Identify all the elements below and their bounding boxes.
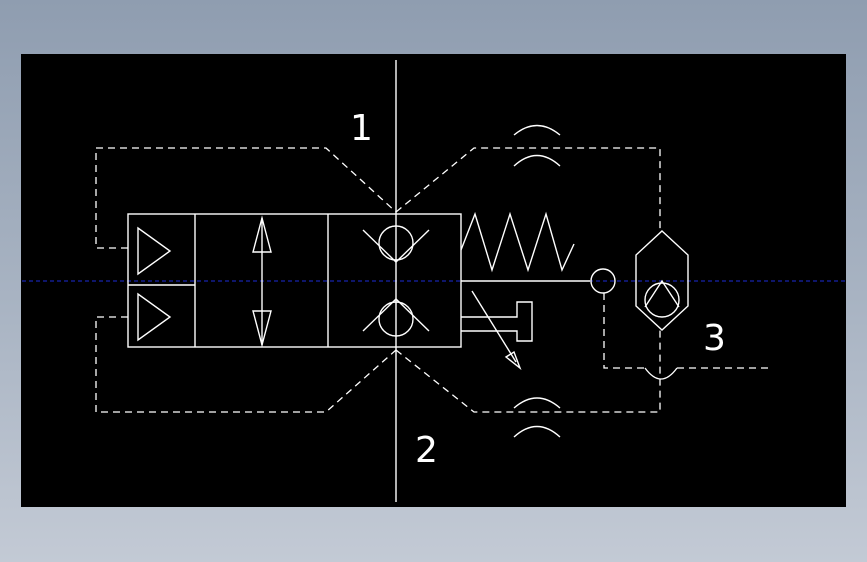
filter-element [635, 230, 689, 331]
spring-icon [460, 211, 575, 273]
orifice-upper [513, 124, 561, 167]
pilot-line-upper-left [95, 147, 397, 249]
pilot-line-lower-left [95, 316, 397, 413]
pilot-line-lower-right [395, 330, 661, 413]
orifice-lower [513, 397, 561, 438]
port-label-1: 1 [350, 108, 373, 149]
pilot-line-upper-right [395, 147, 661, 231]
check-valve-lower [362, 298, 430, 337]
drain-line [603, 293, 645, 369]
port-label-3: 3 [703, 318, 726, 359]
plunger-icon [461, 301, 533, 342]
pilot-triangle-lower [137, 292, 172, 342]
drain-crossover [644, 367, 678, 380]
double-arrow-icon [252, 215, 272, 348]
adjustment-arrow-icon [471, 290, 522, 371]
port-label-2: 2 [415, 430, 438, 471]
check-valve-upper [362, 225, 430, 263]
small-port-circle [590, 268, 616, 294]
pilot-triangle-upper [137, 226, 172, 276]
